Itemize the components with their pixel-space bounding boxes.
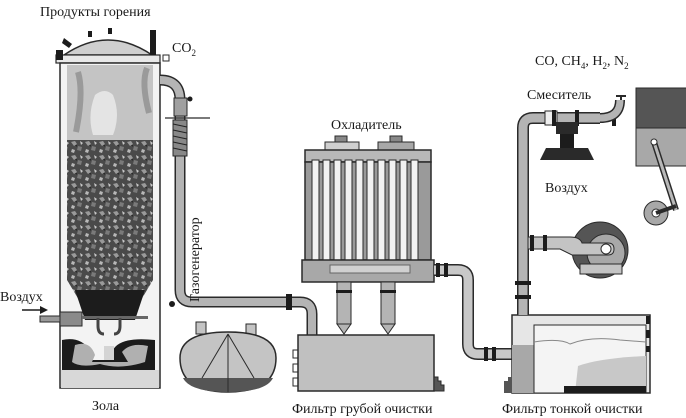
- generator-outlet-pipe: [159, 74, 318, 340]
- label-mixer: Смеситель: [527, 88, 591, 103]
- generator-flange: [55, 54, 161, 64]
- mixer-supply-pipe: [515, 110, 600, 315]
- gas-generator: [39, 28, 170, 389]
- fine-filter: [504, 314, 651, 394]
- label-ash: Зола: [92, 399, 120, 414]
- label-gas-generator: Газогенератор: [188, 217, 203, 302]
- label-mixer-air: Воздух: [545, 181, 588, 196]
- air-nozzle: [59, 311, 83, 327]
- label-fine-filter: Фильтр тонкой очистки: [502, 402, 643, 417]
- mixer: [540, 95, 626, 160]
- spring-coil: [172, 119, 188, 157]
- label-co2: CO2: [172, 41, 196, 58]
- engine: [635, 87, 686, 226]
- air-intake-bell: [540, 148, 594, 160]
- cooler: [301, 135, 435, 335]
- ash-pan: [61, 370, 159, 388]
- fuel-bed: [67, 140, 153, 280]
- label-gas-composition: CO, CH4, H2, N2: [535, 54, 629, 71]
- char-zone: [75, 290, 145, 320]
- label-cooler: Охладитель: [331, 118, 402, 133]
- coarse-filter: [292, 334, 445, 392]
- blower: [527, 221, 629, 279]
- cooler-outlet-pipe: [434, 263, 512, 361]
- settling-tank: [179, 321, 277, 393]
- air-inlet-arrow: [22, 306, 48, 314]
- label-combustion-products: Продукты горения: [40, 5, 151, 20]
- label-air-inlet: Воздух: [0, 290, 43, 305]
- generator-dome: [61, 39, 155, 56]
- label-coarse-filter: Фильтр грубой очистки: [292, 402, 433, 417]
